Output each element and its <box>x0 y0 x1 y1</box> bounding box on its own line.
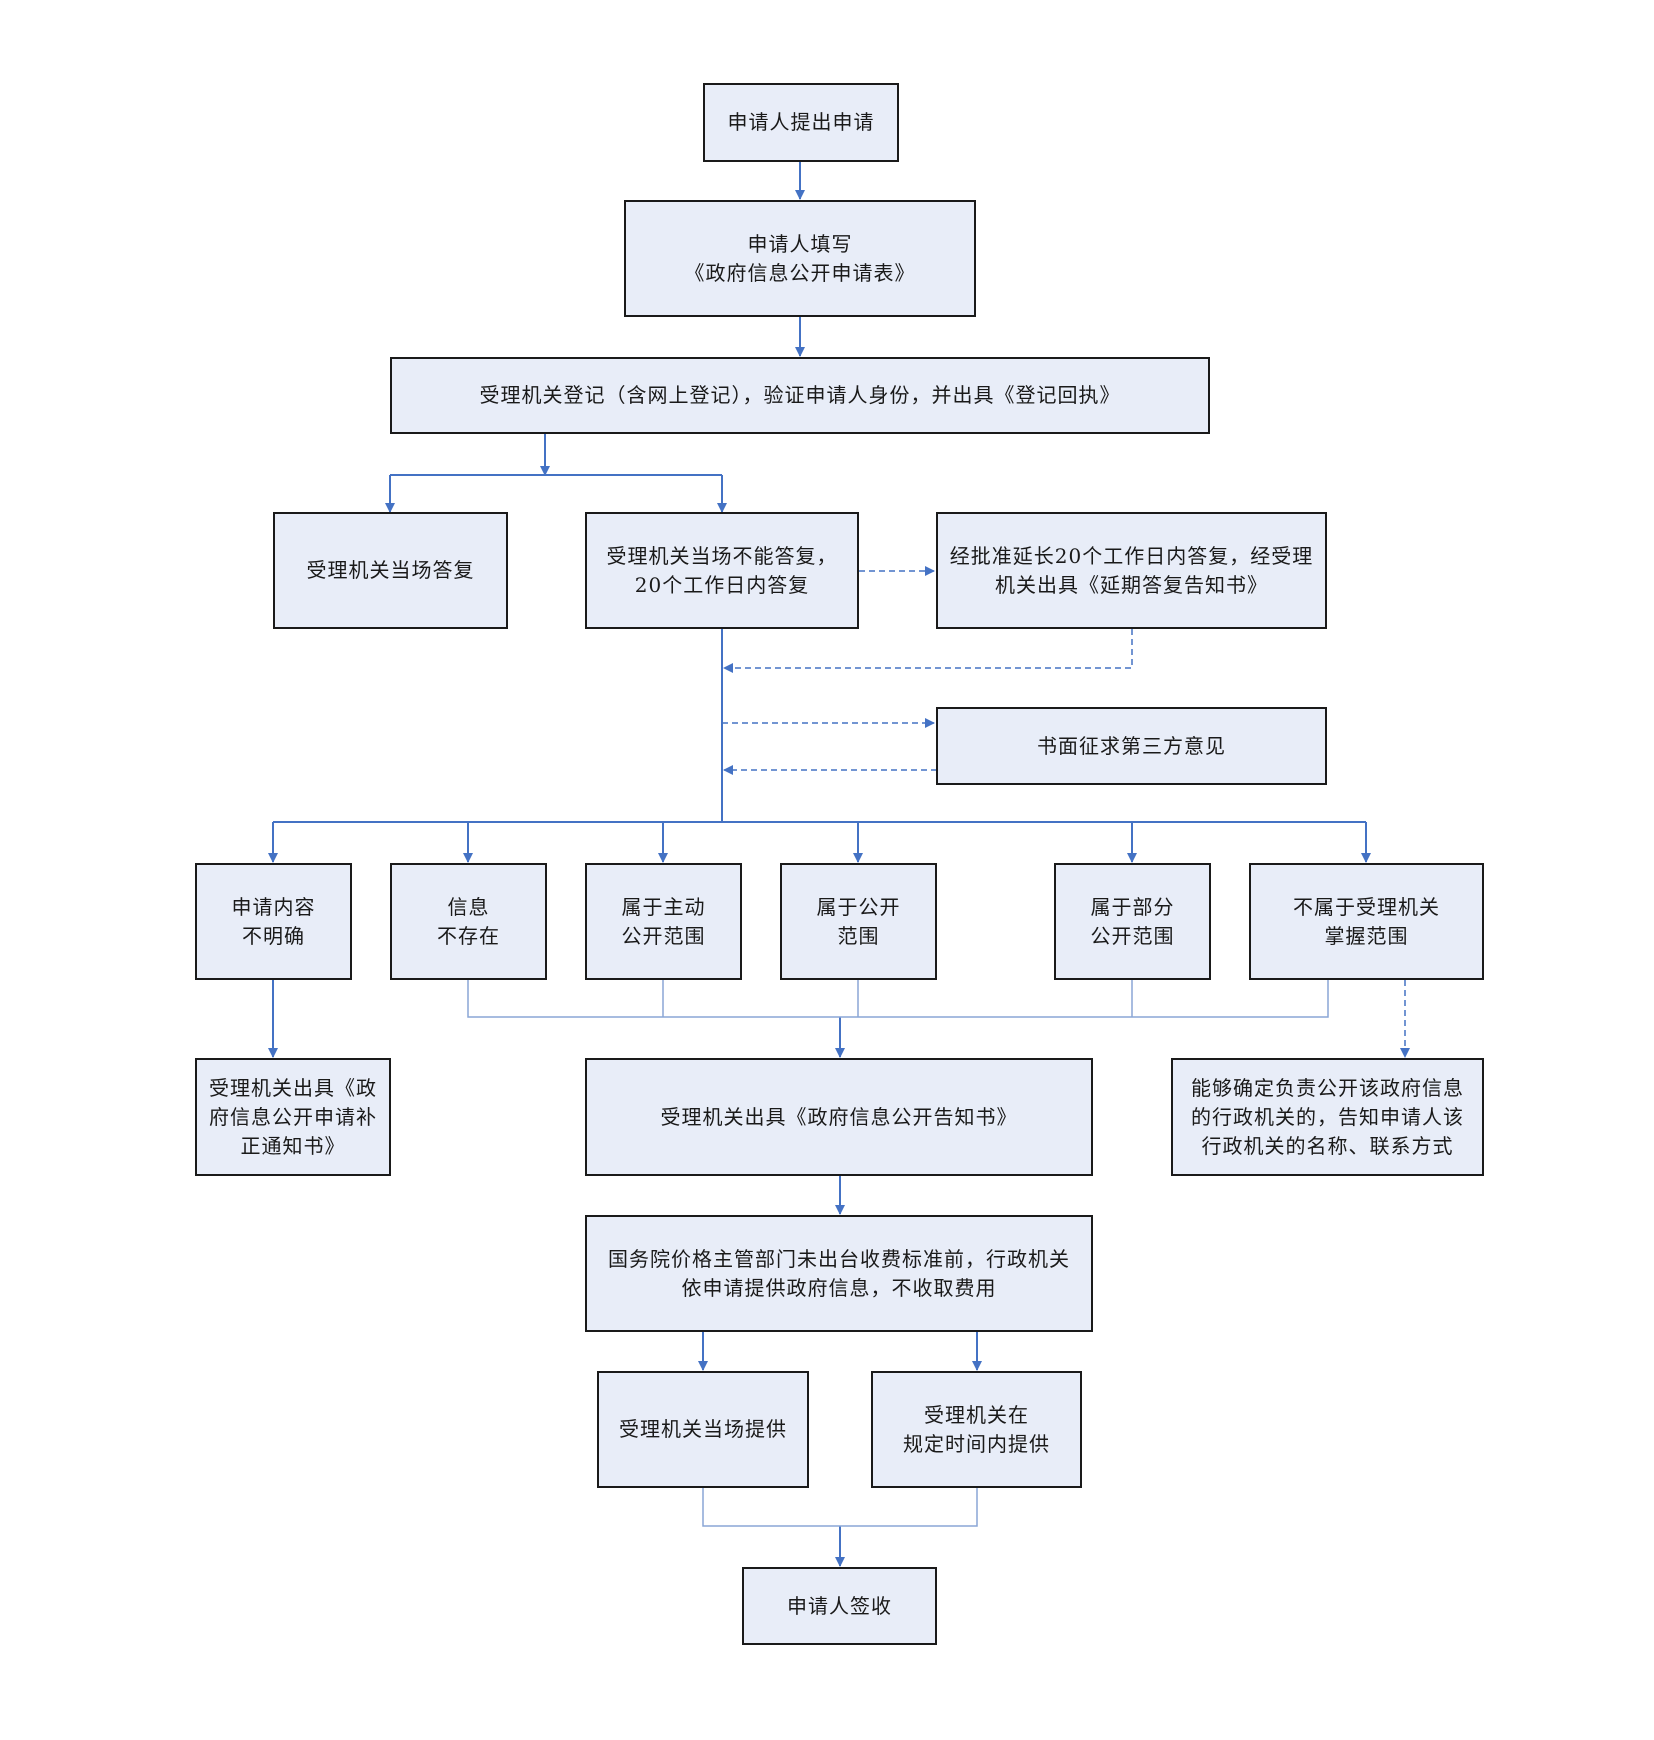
node-label: 受理机关当场答复 <box>306 558 475 582</box>
node-not-exist: 信息 不存在 <box>390 863 547 980</box>
node-reply-on-spot: 受理机关当场答复 <box>273 512 508 629</box>
node-label: 经批准延长20个工作日内答复，经受理 机关出具《延期答复告知书》 <box>949 543 1314 597</box>
node-label: 受理机关当场不能答复， 20个工作日内答复 <box>606 543 838 597</box>
node-provide-in-time: 受理机关在 规定时间内提供 <box>871 1371 1082 1488</box>
node-no-fee: 国务院价格主管部门未出台收费标准前，行政机关 依申请提供政府信息，不收取费用 <box>585 1215 1093 1332</box>
node-label: 属于主动 公开范围 <box>621 894 706 948</box>
node-label: 受理机关出具《政府信息公开告知书》 <box>660 1104 1018 1129</box>
node-label: 信息 不存在 <box>437 894 500 948</box>
node-label: 申请人填写 《政府信息公开申请表》 <box>684 231 916 285</box>
node-active-scope: 属于主动 公开范围 <box>585 863 742 980</box>
node-third-party: 书面征求第三方意见 <box>936 707 1327 785</box>
node-label: 申请人签收 <box>787 1593 892 1618</box>
node-correction-notice: 受理机关出具《政 府信息公开申请补 正通知书》 <box>195 1058 391 1176</box>
node-label: 书面征求第三方意见 <box>1037 733 1226 758</box>
node-label: 申请内容 不明确 <box>231 894 316 948</box>
node-unclear: 申请内容 不明确 <box>195 863 352 980</box>
node-label: 受理机关登记（含网上登记），验证申请人身份，并出具《登记回执》 <box>479 383 1121 407</box>
node-not-in-scope: 不属于受理机关 掌握范围 <box>1249 863 1484 980</box>
node-label: 受理机关在 规定时间内提供 <box>903 1402 1050 1456</box>
node-label: 申请人提出申请 <box>727 110 875 134</box>
node-fill-form: 申请人填写 《政府信息公开申请表》 <box>624 200 976 317</box>
node-public-scope: 属于公开 范围 <box>780 863 937 980</box>
node-label: 属于部分 公开范围 <box>1090 894 1175 948</box>
node-label: 属于公开 范围 <box>816 894 901 948</box>
merge-bus <box>467 980 1329 1018</box>
node-partial-scope: 属于部分 公开范围 <box>1054 863 1211 980</box>
node-label: 国务院价格主管部门未出台收费标准前，行政机关 依申请提供政府信息，不收取费用 <box>608 1246 1070 1300</box>
node-extend: 经批准延长20个工作日内答复，经受理 机关出具《延期答复告知书》 <box>936 512 1327 629</box>
node-provide-on-spot: 受理机关当场提供 <box>597 1371 809 1488</box>
node-inform-agency: 能够确定负责公开该政府信息 的行政机关的，告知申请人该 行政机关的名称、联系方式 <box>1171 1058 1484 1176</box>
merge-provide <box>702 1488 978 1527</box>
node-label: 不属于受理机关 掌握范围 <box>1293 894 1440 948</box>
node-label: 受理机关出具《政 府信息公开申请补 正通知书》 <box>209 1075 377 1158</box>
node-submit-application: 申请人提出申请 <box>703 83 899 162</box>
node-sign: 申请人签收 <box>742 1567 937 1645</box>
dashed-extend-return <box>723 629 1133 673</box>
node-label: 受理机关当场提供 <box>619 1417 787 1441</box>
node-label: 能够确定负责公开该政府信息 的行政机关的，告知申请人该 行政机关的名称、联系方式 <box>1191 1075 1464 1158</box>
node-disclosure-notice: 受理机关出具《政府信息公开告知书》 <box>585 1058 1093 1176</box>
node-reply-20-days: 受理机关当场不能答复， 20个工作日内答复 <box>585 512 859 629</box>
node-register: 受理机关登记（含网上登记），验证申请人身份，并出具《登记回执》 <box>390 357 1210 434</box>
